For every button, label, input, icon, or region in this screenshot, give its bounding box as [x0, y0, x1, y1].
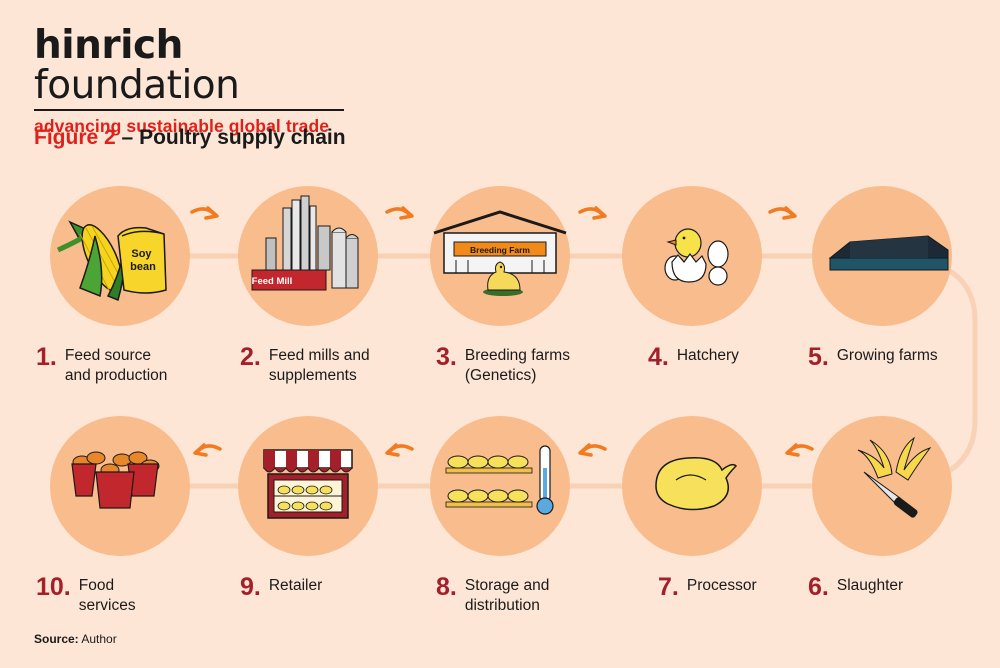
step-number: 10.: [36, 573, 71, 601]
step-number: 7.: [658, 573, 679, 601]
step-number: 3.: [436, 343, 457, 371]
brand-rule: [34, 109, 344, 111]
source-value: Author: [81, 632, 117, 646]
step-label: Hatchery: [676, 347, 739, 364]
source-note: Source: Author: [34, 632, 117, 646]
source-label: Source:: [34, 632, 79, 646]
step-circle-8: [430, 416, 570, 556]
soybean-bag-label-line2: bean: [130, 261, 156, 273]
flow-arrow-right-icon: [768, 206, 797, 220]
figure-dash: –: [121, 126, 134, 149]
step-number: 6.: [808, 573, 829, 601]
flow-arrow-left-icon: [193, 443, 222, 457]
flow-arrow-left-icon: [385, 443, 414, 457]
step-5: 5. Growing farms: [808, 344, 938, 370]
step-7: 7. Processor: [658, 574, 757, 600]
step-number: 9.: [240, 573, 261, 601]
step-3: 3. Breeding farms(Genetics): [436, 344, 570, 386]
flow-arrow-left-icon: [785, 443, 814, 457]
brand-header: hinrich foundation advancing sustainable…: [34, 26, 354, 137]
svg-text:Soy bean: Soy bean: [130, 248, 156, 273]
retail-store-icon: [263, 449, 353, 519]
step-9: 9. Retailer: [240, 574, 322, 600]
breeding-farm-sign: Breeding Farm: [470, 245, 530, 255]
corn-and-soybean-icon: Soy bean: [56, 220, 167, 302]
fried-chicken-buckets-icon: [71, 451, 160, 509]
flow-arrow-left-icon: [578, 443, 607, 457]
step-number: 5.: [808, 343, 829, 371]
soybean-bag-label-line1: Soy: [131, 248, 152, 260]
step-number: 2.: [240, 343, 261, 371]
step-label: Retailer: [268, 577, 323, 594]
figure-title: Figure 2 – Poultry supply chain: [34, 126, 346, 150]
step-number: 1.: [36, 343, 57, 371]
brand-logo: hinrich foundation: [34, 23, 240, 108]
whole-chicken-icon: [655, 457, 738, 511]
step-label: Growing farms: [836, 347, 938, 364]
step-number: 4.: [648, 343, 669, 371]
poultry-barn-icon: [828, 235, 949, 271]
flow-arrow-right-icon: [190, 206, 219, 220]
step-6: 6. Slaughter: [808, 574, 903, 600]
chilled-storage-icon: [445, 445, 554, 515]
breeding-farm-icon: Breeding Farm: [433, 210, 567, 296]
flow-arrow-right-icon: [385, 206, 414, 220]
feed-mill-icon: Feed Mill: [251, 195, 359, 291]
step-label: Breeding farms(Genetics): [464, 347, 570, 384]
flow-arrow-right-icon: [578, 206, 607, 220]
figure-number: Figure 2: [34, 126, 116, 149]
step-number: 8.: [436, 573, 457, 601]
brand-tagline: advancing sustainable global trade: [34, 115, 330, 136]
feed-mill-sign: Feed Mill: [252, 276, 293, 287]
knife-and-wings-icon: [857, 436, 932, 518]
step-label: Slaughter: [836, 577, 904, 594]
step-label: Processor: [686, 577, 757, 594]
hatching-chick-icon: [664, 228, 729, 286]
step-4: 4. Hatchery: [648, 344, 739, 370]
figure-title-text: Poultry supply chain: [139, 126, 346, 149]
